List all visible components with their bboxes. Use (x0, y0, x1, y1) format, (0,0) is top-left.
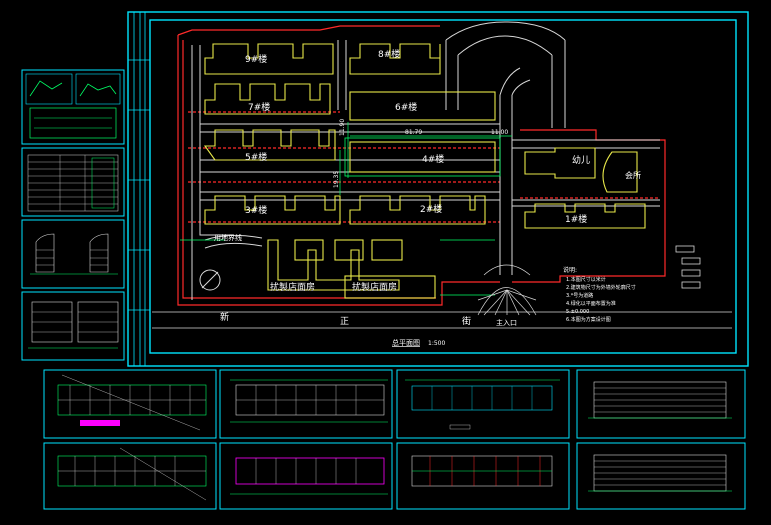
note-line: 5.±0.000 (566, 309, 589, 315)
building-label-1: 1#楼 (565, 213, 587, 225)
building-label-shop-right: 扰製店面房 (352, 281, 397, 293)
street-edge (152, 311, 732, 329)
selected-building-highlight (344, 137, 501, 177)
street-name-char-3: 街 (462, 315, 471, 327)
dimension-81-79: 81.79 (405, 129, 422, 136)
dimension-11-00: 11.00 (491, 129, 508, 136)
building-label-shop-left: 扰製店面房 (270, 281, 315, 293)
building-label-6: 6#楼 (395, 101, 417, 113)
building-label-3: 3#楼 (245, 204, 267, 216)
note-line: 2.建筑物尺寸为外墙外轮廓尺寸 (566, 284, 636, 291)
building-label-kindergarten: 幼儿 (572, 154, 590, 166)
street-name-char-1: 新 (220, 311, 229, 323)
title-block-strip (128, 12, 150, 366)
dimension-lines (180, 122, 512, 296)
building-label-9: 9#楼 (245, 53, 267, 65)
thumbnail-sheet-floor-plan-1[interactable] (43, 369, 217, 439)
thumbnail-sheet-floor-plan-3[interactable] (43, 442, 217, 510)
main-entrance-label: 主入口 (496, 318, 517, 327)
note-line: 6.本图为方案设计图 (566, 316, 611, 323)
building-label-2: 2#楼 (420, 203, 442, 215)
note-line: 4.绿化以平面布置为准 (566, 300, 616, 307)
thumbnail-sheet-floor-plan-4[interactable] (219, 442, 393, 510)
building-label-clubhouse: 会所 (625, 170, 641, 180)
green-space-label: 用地界线 (214, 233, 242, 242)
building-label-5: 5#楼 (245, 151, 267, 163)
thumbnail-sheet-structure-plan[interactable] (396, 442, 570, 510)
main-sheet[interactable]: 9#楼 8#楼 7#楼 6#楼 5#楼 4#楼 3#楼 2#楼 幼儿 会所 1#… (127, 11, 749, 367)
dimension-19-35: 19.35 (333, 171, 340, 188)
thumbnail-sheet-section-a[interactable] (21, 219, 125, 289)
thumbnail-sheet-elevation-1[interactable] (576, 369, 746, 439)
thumbnail-sheet-section-b[interactable] (21, 291, 125, 361)
design-notes: 说明: 1.本图尺寸以米计 2.建筑物尺寸为外墙外轮廓尺寸 3.*号为道路 4.… (563, 266, 636, 323)
building-label-7: 7#楼 (248, 101, 270, 113)
building-label-4: 4#楼 (422, 153, 444, 165)
thumbnail-sheet-floor-plan-2[interactable] (219, 369, 393, 439)
dimension-11-90: 11.90 (339, 119, 346, 136)
thumbnail-sheet-elevation-2[interactable] (576, 442, 746, 510)
building-outlines (203, 43, 646, 299)
drawing-scale: 1:500 (428, 340, 445, 347)
drawing-caption: 总平面图 (392, 338, 420, 347)
site-boundary (177, 25, 666, 306)
notes-title: 说明: (563, 266, 577, 274)
main-entrance-plaza (477, 264, 537, 316)
building-label-8: 8#楼 (378, 48, 400, 60)
note-line: 3.*号为道路 (566, 292, 593, 299)
street-name-char-2: 正 (340, 317, 349, 327)
thumbnail-sheet-location[interactable] (21, 69, 125, 145)
note-line: 1.本图尺寸以米计 (566, 276, 606, 283)
thumbnail-sheet-foundation-plan[interactable] (396, 369, 570, 439)
north-arrow-icon (199, 269, 221, 291)
legend-swatches (675, 245, 701, 289)
thumbnail-sheet-schedule[interactable] (21, 147, 125, 217)
